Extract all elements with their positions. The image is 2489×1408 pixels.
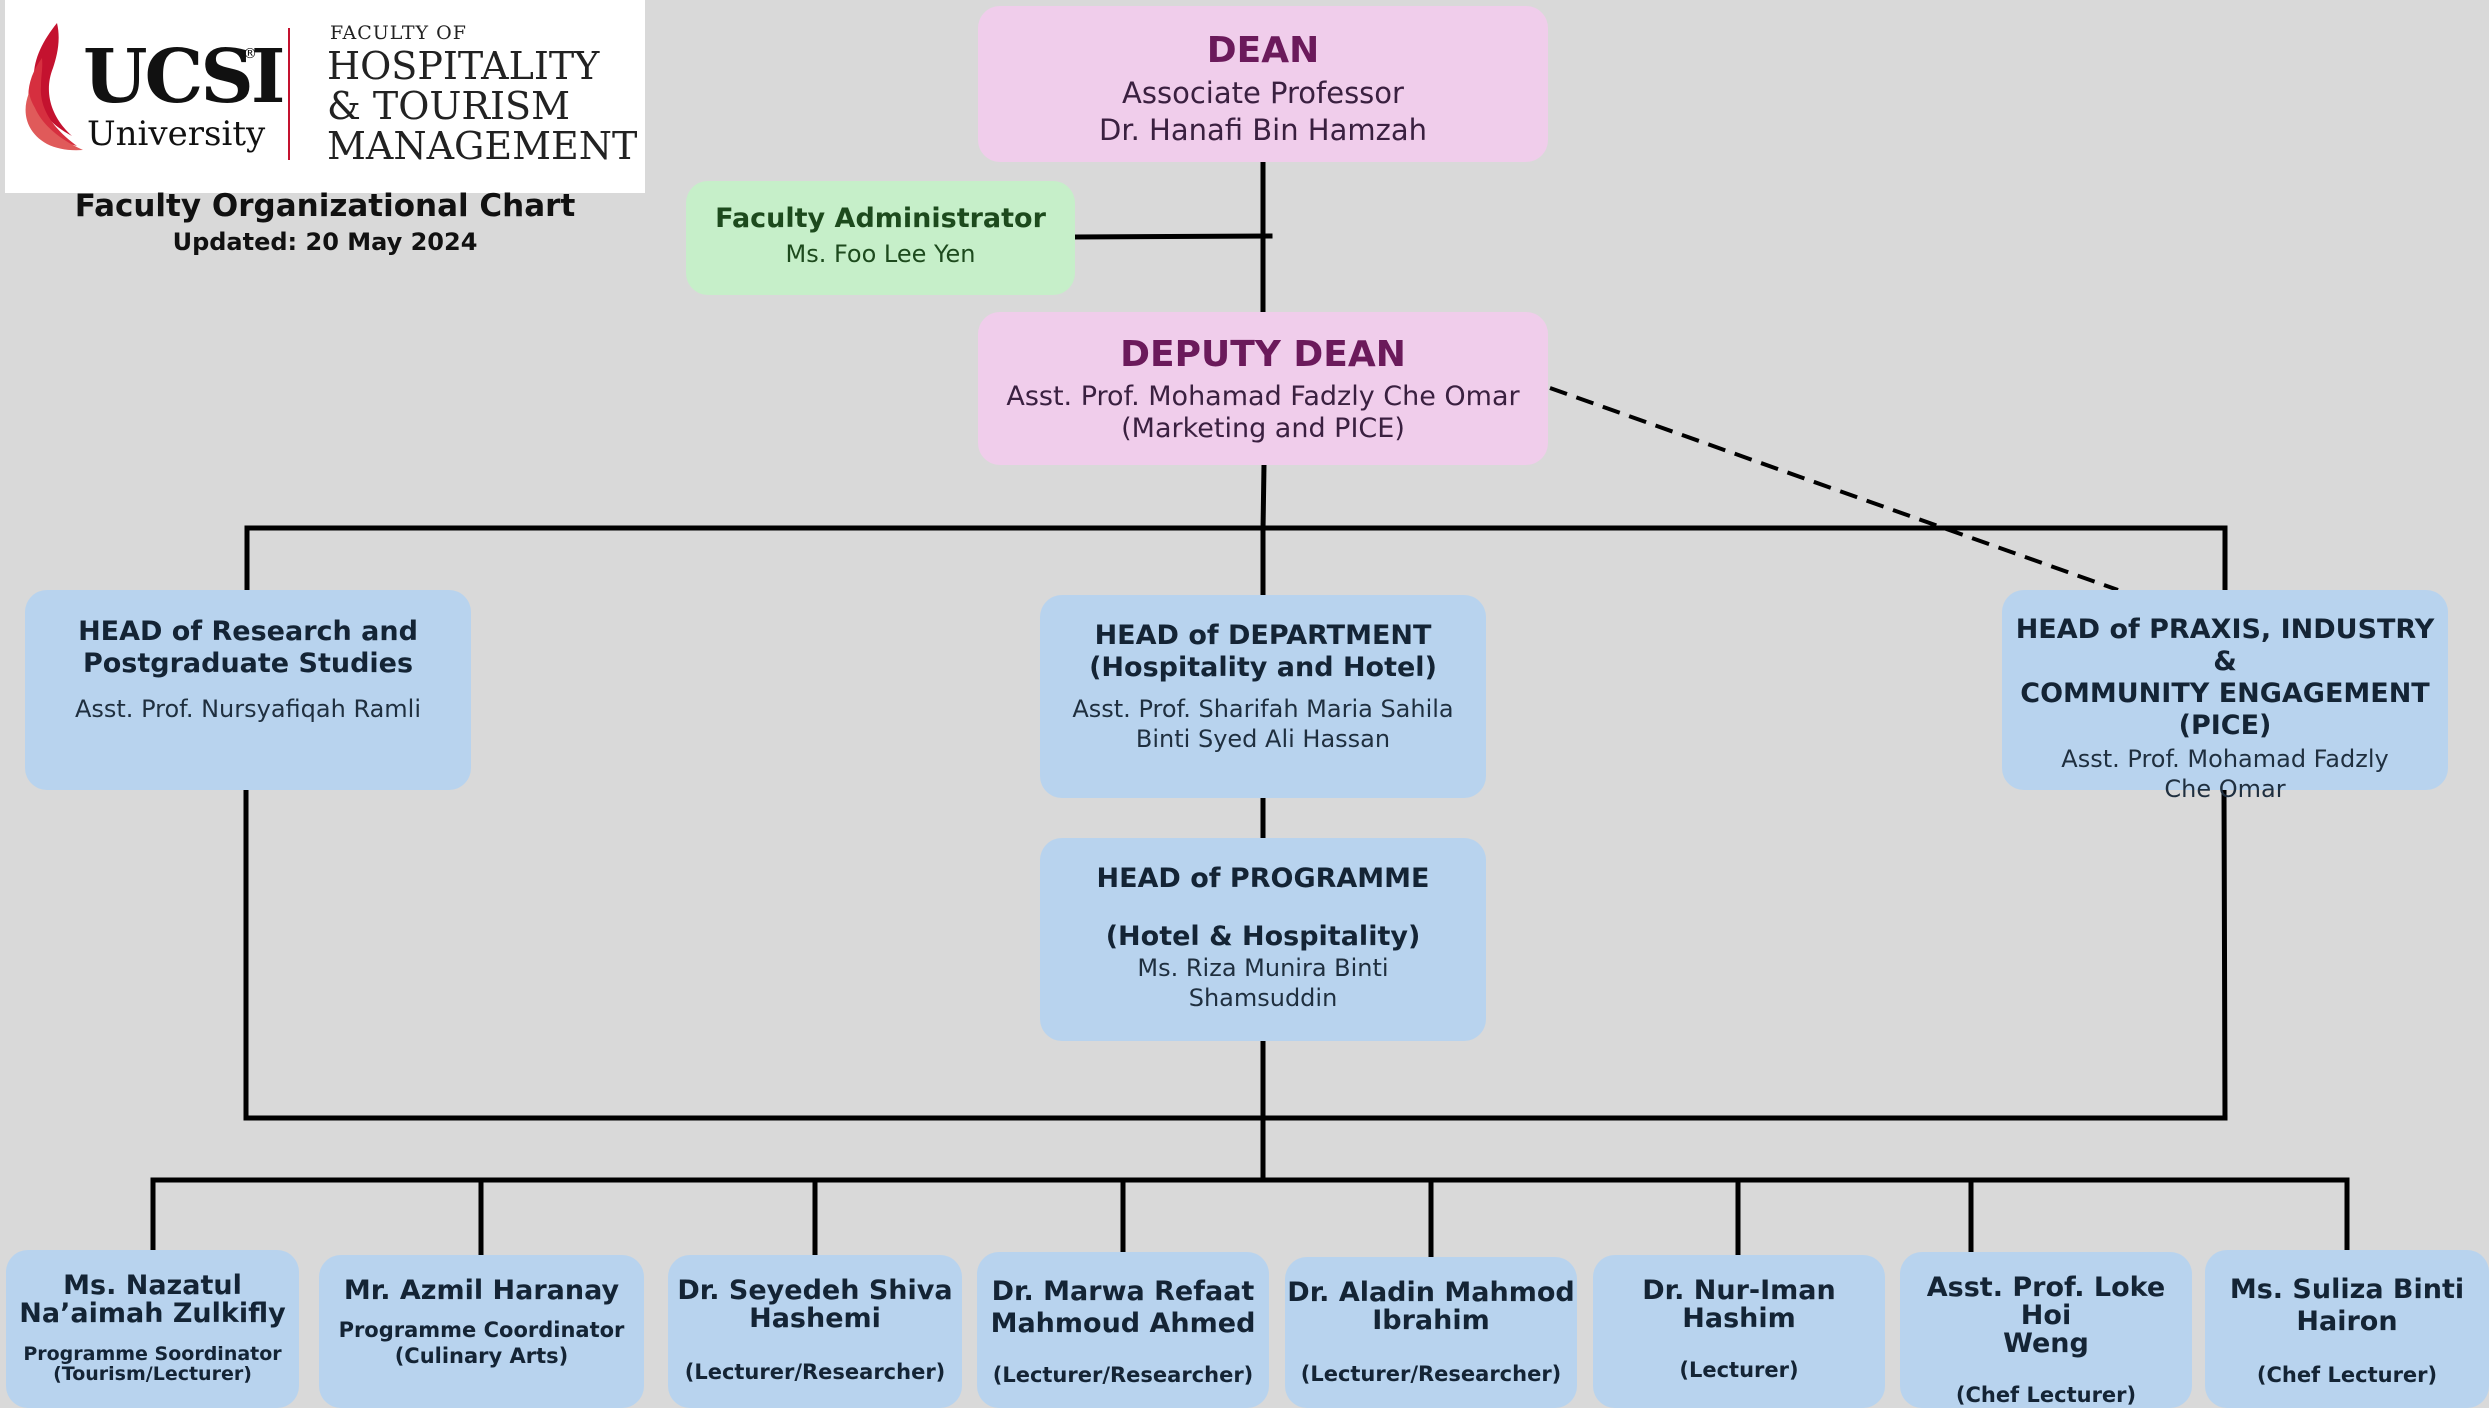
staff-card: Dr. Seyedeh Shiva Hashemi (Lecturer/Rese… xyxy=(668,1255,962,1408)
staff-card: Dr. Aladin Mahmod Ibrahim (Lecturer/Rese… xyxy=(1285,1257,1577,1408)
staff-name-1: Dr. Marwa Refaat xyxy=(991,1276,1255,1307)
head-pice-name-2: Che Omar xyxy=(2164,775,2286,803)
staff-name-2: Mahmoud Ahmed xyxy=(990,1308,1256,1339)
deputy-dean-title: DEPUTY DEAN xyxy=(1120,334,1406,375)
head-department-name-2: Binti Syed Ali Hassan xyxy=(1135,725,1391,753)
logo-divider xyxy=(288,28,290,160)
staff-name-1: Dr. Seyedeh Shiva xyxy=(677,1275,953,1306)
logo-brand-text: UCSI xyxy=(83,34,285,120)
administrator-title: Faculty Administrator xyxy=(715,203,1046,234)
head-pice-name-1: Asst. Prof. Mohamad Fadzly xyxy=(2061,745,2389,773)
head-programme-name-1: Ms. Riza Munira Binti xyxy=(1137,954,1389,982)
staff-role-1: (Chef Lecturer) xyxy=(2256,1363,2438,1387)
staff-card: Asst. Prof. Loke Hoi Weng (Chef Lecturer… xyxy=(1900,1252,2192,1408)
head-research-box: HEAD of Research and Postgraduate Studie… xyxy=(25,590,471,790)
head-research-title-2: Postgraduate Studies xyxy=(82,648,414,679)
flame-logo-icon xyxy=(25,23,84,151)
staff-card: Dr. Nur-Iman Hashim (Lecturer) xyxy=(1593,1255,1885,1408)
chart-title: Faculty Organizational Chart xyxy=(74,188,576,224)
administrator-name: Ms. Foo Lee Yen xyxy=(785,240,976,268)
staff-name-1: Mr. Azmil Haranay xyxy=(343,1275,620,1306)
staff-role-1: (Lecturer/Researcher) xyxy=(992,1363,1254,1387)
staff-name-2: Na’aimah Zulkifly xyxy=(19,1298,286,1329)
staff-role-2: (Culinary Arts) xyxy=(394,1344,569,1368)
staff-name-1: Asst. Prof. Loke Hoi xyxy=(1926,1272,2166,1331)
head-pice-box: HEAD of PRAXIS, INDUSTRY & COMMUNITY ENG… xyxy=(2002,590,2448,803)
head-department-title-1: HEAD of DEPARTMENT xyxy=(1094,620,1432,651)
head-programme-title-2: (Hotel & Hospitality) xyxy=(1105,921,1421,952)
logo-university-text: University xyxy=(87,114,266,154)
staff-role-1: (Lecturer/Researcher) xyxy=(1300,1362,1562,1386)
head-pice-title-2: COMMUNITY ENGAGEMENT xyxy=(2020,678,2430,709)
staff-card: Ms. Suliza Binti Hairon (Chef Lecturer) xyxy=(2205,1250,2489,1408)
head-programme-name-2: Shamsuddin xyxy=(1188,984,1338,1012)
logo-faculty-name-text: HOSPITALITY & TOURISM MANAGEMENT xyxy=(327,44,638,168)
chart-updated-date: Updated: 20 May 2024 xyxy=(172,228,478,256)
dean-title: DEAN xyxy=(1206,30,1320,71)
deputy-to-branches-line xyxy=(1260,462,1267,533)
dean-name: Dr. Hanafi Bin Hamzah xyxy=(1099,113,1427,147)
staff-role-1: (Lecturer) xyxy=(1679,1358,1799,1382)
staff-name-1: Dr. Aladin Mahmod xyxy=(1287,1277,1575,1308)
deputy-dean-box: DEPUTY DEAN Asst. Prof. Mohamad Fadzly C… xyxy=(978,312,1548,465)
staff-role-2: (Tourism/Lecturer) xyxy=(53,1363,252,1385)
faculty-logo: UCSI ® University FACULTY OF HOSPITALITY… xyxy=(5,0,645,193)
staff-name-2: Hairon xyxy=(2296,1306,2398,1337)
staff-card: Ms. Nazatul Na’aimah Zulkifly Programme … xyxy=(6,1250,299,1408)
head-research-title-1: HEAD of Research and xyxy=(78,616,418,647)
staff-name-1: Ms. Suliza Binti xyxy=(2229,1274,2465,1305)
dean-rank: Associate Professor xyxy=(1122,76,1404,110)
pice-loop-line xyxy=(2221,787,2228,1121)
staff-role-1: Programme Soordinator xyxy=(23,1343,282,1365)
staff-card: Mr. Azmil Haranay Programme Coordinator … xyxy=(319,1255,644,1408)
staff-card: Dr. Marwa Refaat Mahmoud Ahmed (Lecturer… xyxy=(977,1252,1269,1408)
head-pice-title-1: HEAD of PRAXIS, INDUSTRY & xyxy=(2015,614,2435,677)
admin-link-line xyxy=(1072,233,1273,240)
faculty-administrator-box: Faculty Administrator Ms. Foo Lee Yen xyxy=(686,181,1075,295)
deputy-dean-name: Asst. Prof. Mohamad Fadzly Che Omar xyxy=(1006,381,1520,412)
staff-name-2: Hashemi xyxy=(749,1303,881,1334)
head-programme-title-1: HEAD of PROGRAMME xyxy=(1096,863,1430,894)
staff-name-2: Weng xyxy=(2003,1328,2089,1359)
deputy-dean-portfolio: (Marketing and PICE) xyxy=(1121,413,1405,444)
head-department-title-2: (Hospitality and Hotel) xyxy=(1089,652,1437,683)
staff-role-1: (Lecturer/Researcher) xyxy=(684,1360,946,1384)
logo-faculty-of-text: FACULTY OF xyxy=(330,22,467,44)
head-programme-box: HEAD of PROGRAMME (Hotel & Hospitality) … xyxy=(1040,838,1486,1041)
registered-mark: ® xyxy=(243,46,257,62)
staff-name-2: Hashim xyxy=(1682,1303,1796,1334)
head-research-name: Asst. Prof. Nursyafiqah Ramli xyxy=(74,695,422,723)
staff-name-1: Dr. Nur-Iman xyxy=(1642,1275,1836,1306)
staff-name-1: Ms. Nazatul xyxy=(63,1270,242,1301)
deputy-to-pice-dotted-line xyxy=(1549,386,2119,592)
staff-role-1: Programme Coordinator xyxy=(338,1318,625,1342)
staff-role-1: (Chef Lecturer) xyxy=(1955,1383,2137,1407)
head-department-box: HEAD of DEPARTMENT (Hospitality and Hote… xyxy=(1040,595,1486,798)
head-department-name-1: Asst. Prof. Sharifah Maria Sahila xyxy=(1072,695,1454,723)
staff-name-2: Ibrahim xyxy=(1372,1305,1490,1336)
dean-box: DEAN Associate Professor Dr. Hanafi Bin … xyxy=(978,6,1548,162)
head-pice-title-3: (PICE) xyxy=(2178,710,2272,741)
